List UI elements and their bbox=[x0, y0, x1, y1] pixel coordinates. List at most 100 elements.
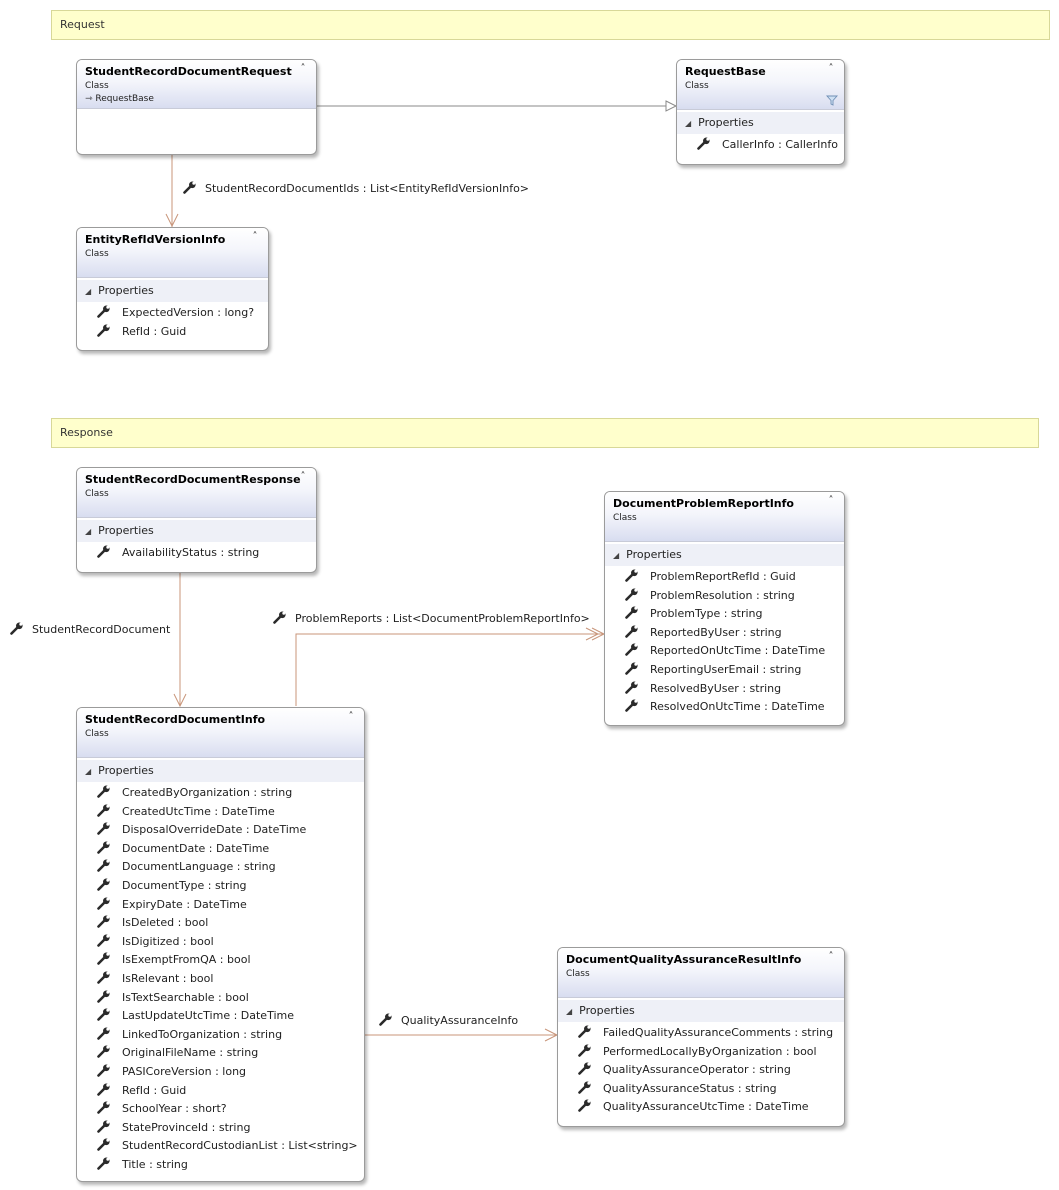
class-header: RequestBase Class ˄ bbox=[677, 60, 844, 110]
association-label-student-record-document[interactable]: StudentRecordDocument bbox=[10, 622, 170, 636]
group-request: Request bbox=[51, 10, 1050, 40]
wrench-icon bbox=[97, 897, 111, 910]
properties-section[interactable]: ◢Properties bbox=[605, 544, 844, 566]
property-text: ResolvedOnUtcTime : DateTime bbox=[650, 700, 825, 714]
association-text: StudentRecordDocument bbox=[32, 623, 171, 636]
triangle-down-icon[interactable]: ◢ bbox=[613, 551, 620, 560]
property-text: DocumentLanguage : string bbox=[122, 860, 276, 874]
association-arrowhead-ids bbox=[165, 213, 179, 228]
wrench-icon bbox=[97, 305, 111, 318]
class-student-record-document-request[interactable]: StudentRecordDocumentRequest Class ⇾ Req… bbox=[76, 59, 317, 155]
arrow-right-icon: ⇾ bbox=[85, 94, 93, 104]
class-document-quality-assurance-result-info[interactable]: DocumentQualityAssuranceResultInfo Class… bbox=[557, 947, 845, 1127]
property-item: IsRelevant : bool bbox=[77, 970, 364, 989]
triangle-down-icon[interactable]: ◢ bbox=[566, 1007, 573, 1016]
wrench-icon bbox=[97, 859, 111, 872]
property-item: OriginalFileName : string bbox=[77, 1044, 364, 1063]
class-kind: Class bbox=[685, 81, 709, 91]
property-text: ExpectedVersion : long? bbox=[122, 306, 255, 319]
class-document-problem-report-info[interactable]: DocumentProblemReportInfo Class ˄ ◢Prope… bbox=[604, 491, 845, 726]
triangle-down-icon[interactable]: ◢ bbox=[685, 119, 692, 128]
wrench-icon bbox=[97, 1008, 111, 1021]
association-label-student-record-document-ids[interactable]: StudentRecordDocumentIds : List<EntityRe… bbox=[183, 181, 529, 195]
class-base: ⇾ RequestBase bbox=[85, 94, 308, 104]
properties-section[interactable]: ◢Properties bbox=[77, 760, 364, 782]
double-chevron-up-icon[interactable]: ˄ bbox=[828, 63, 834, 74]
class-student-record-document-info[interactable]: StudentRecordDocumentInfo Class ˄ ◢Prope… bbox=[76, 707, 365, 1182]
property-item: StateProvinceId : string bbox=[77, 1119, 364, 1138]
class-entity-ref-id-version-info[interactable]: EntityRefIdVersionInfo Class ˄ ◢Properti… bbox=[76, 227, 269, 351]
wrench-icon bbox=[97, 1027, 111, 1040]
property-text: PerformedLocallyByOrganization : bool bbox=[603, 1044, 817, 1058]
property-list: CreatedByOrganization : string CreatedUt… bbox=[77, 782, 364, 1177]
wrench-icon bbox=[97, 324, 111, 337]
property-item: ResolvedOnUtcTime : DateTime bbox=[605, 698, 844, 717]
wrench-icon bbox=[97, 1045, 111, 1058]
property-text: PASICoreVersion : long bbox=[122, 1064, 247, 1078]
property-item: ResolvedByUser : string bbox=[605, 680, 844, 699]
property-item: ReportedByUser : string bbox=[605, 624, 844, 643]
class-kind: Class bbox=[85, 81, 109, 91]
inheritance-arrowhead bbox=[665, 100, 678, 112]
triangle-down-icon[interactable]: ◢ bbox=[85, 527, 92, 536]
properties-section[interactable]: ◢Properties bbox=[77, 280, 268, 302]
triangle-down-icon[interactable]: ◢ bbox=[85, 287, 92, 296]
property-text: StateProvinceId : string bbox=[122, 1120, 251, 1134]
association-label-quality-assurance-info[interactable]: QualityAssuranceInfo bbox=[379, 1013, 518, 1027]
property-item: StudentRecordCustodianList : List<string… bbox=[77, 1137, 364, 1156]
wrench-icon bbox=[97, 878, 111, 891]
property-item: SchoolYear : short? bbox=[77, 1100, 364, 1119]
property-item: IsDeleted : bool bbox=[77, 914, 364, 933]
double-chevron-up-icon[interactable]: ˄ bbox=[828, 951, 834, 962]
double-chevron-up-icon[interactable]: ˄ bbox=[348, 711, 354, 722]
triangle-down-icon[interactable]: ◢ bbox=[85, 767, 92, 776]
properties-section[interactable]: ◢Properties bbox=[677, 112, 844, 134]
property-list: AvailabilityStatus : string bbox=[77, 542, 316, 566]
property-text: DocumentType : string bbox=[122, 878, 247, 892]
double-chevron-up-icon[interactable]: ˄ bbox=[252, 231, 258, 242]
property-text: ProblemResolution : string bbox=[650, 588, 795, 602]
property-text: QualityAssuranceUtcTime : DateTime bbox=[603, 1100, 809, 1114]
association-arrowhead-problem-reports-2 bbox=[585, 627, 600, 641]
property-item: DocumentDate : DateTime bbox=[77, 840, 364, 859]
wrench-icon bbox=[97, 915, 111, 928]
properties-section[interactable]: ◢Properties bbox=[77, 520, 316, 542]
filter-icon[interactable] bbox=[826, 95, 838, 106]
property-list: FailedQualityAssuranceComments : string … bbox=[558, 1022, 844, 1120]
double-chevron-up-icon[interactable]: ˄ bbox=[300, 63, 306, 74]
class-student-record-document-response[interactable]: StudentRecordDocumentResponse Class ˄ ◢P… bbox=[76, 467, 317, 573]
property-item: DocumentLanguage : string bbox=[77, 858, 364, 877]
wrench-icon bbox=[97, 1083, 111, 1096]
property-item: AvailabilityStatus : string bbox=[77, 544, 316, 563]
properties-section[interactable]: ◢Properties bbox=[558, 1000, 844, 1022]
property-text: Title : string bbox=[122, 1157, 188, 1171]
class-header: StudentRecordDocumentInfo Class ˄ bbox=[77, 708, 364, 758]
property-text: QualityAssuranceStatus : string bbox=[603, 1081, 777, 1095]
wrench-icon bbox=[97, 1138, 111, 1151]
class-name: RequestBase bbox=[685, 65, 766, 78]
wrench-icon bbox=[97, 934, 111, 947]
wrench-icon bbox=[10, 622, 24, 635]
property-text: OriginalFileName : string bbox=[122, 1046, 259, 1060]
wrench-icon bbox=[97, 1101, 111, 1114]
wrench-icon bbox=[625, 625, 639, 638]
double-chevron-up-icon[interactable]: ˄ bbox=[828, 495, 834, 506]
property-list: ExpectedVersion : long? RefId : Guid bbox=[77, 302, 268, 344]
property-item: ExpiryDate : DateTime bbox=[77, 896, 364, 915]
property-text: ExpiryDate : DateTime bbox=[122, 897, 247, 911]
wrench-icon bbox=[97, 804, 111, 817]
class-request-base[interactable]: RequestBase Class ˄ ◢Properties CallerIn… bbox=[676, 59, 845, 165]
double-chevron-up-icon[interactable]: ˄ bbox=[300, 471, 306, 482]
property-text: RefId : Guid bbox=[122, 1083, 187, 1097]
wrench-icon bbox=[97, 841, 111, 854]
wrench-icon bbox=[625, 681, 639, 694]
wrench-icon bbox=[97, 990, 111, 1003]
association-label-problem-reports[interactable]: ProblemReports : List<DocumentProblemRep… bbox=[273, 611, 590, 625]
property-list: CallerInfo : CallerInfo bbox=[677, 134, 844, 158]
property-item: IsExemptFromQA : bool bbox=[77, 951, 364, 970]
wrench-icon bbox=[625, 643, 639, 656]
class-kind: Class bbox=[566, 969, 590, 979]
class-header: StudentRecordDocumentRequest Class ⇾ Req… bbox=[77, 60, 316, 109]
property-text: ReportedOnUtcTime : DateTime bbox=[650, 644, 826, 658]
